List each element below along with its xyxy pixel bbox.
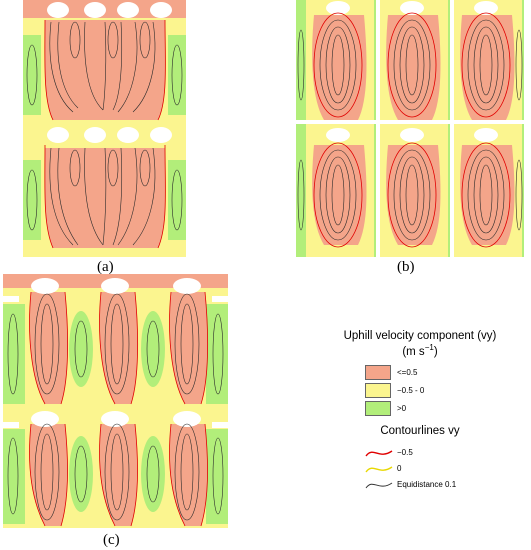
red-contours: [44, 19, 166, 249]
panel-c-label: (c): [103, 532, 120, 548]
contour-legend-title: Contourlines vy: [380, 424, 460, 437]
red-contours: [313, 12, 511, 248]
legend-title: Uphill velocity component (vy): [343, 330, 497, 342]
green-columns: [3, 304, 228, 524]
panel-b: [296, 0, 524, 257]
white-gaps: [296, 0, 524, 257]
panel-b-contour-plot: [296, 0, 524, 257]
panel-c-contour-plot: [3, 274, 228, 528]
legend-class-negative: <=0.5: [365, 364, 515, 382]
red-line-sample: [365, 450, 393, 457]
red-contours: [29, 291, 208, 527]
contour-red: −0.5: [365, 445, 515, 461]
white-obstacles: [47, 2, 172, 143]
green-strip-right-bottom: [168, 160, 186, 240]
panel-a-label: (a): [97, 259, 114, 275]
contour-lines: [26, 21, 183, 246]
salmon-region-bottom: [44, 145, 166, 248]
swatch-negative: [365, 365, 391, 381]
contour-yellow: 0: [365, 461, 515, 477]
contour-black: Equidistance 0.1: [365, 477, 515, 493]
black-line-sample: [365, 482, 393, 489]
white-obstacles: [3, 278, 228, 428]
swatch-positive: [365, 401, 391, 417]
panel-c: [3, 274, 228, 528]
legend-unit: (m s−1): [402, 343, 438, 358]
green-strip-left-top: [23, 35, 41, 115]
salmon-region-top: [44, 20, 166, 120]
green-strip-right-top: [168, 35, 186, 115]
legend-class-neutral: −0.5 - 0: [365, 382, 515, 400]
legend-class-positive: >0: [365, 400, 515, 418]
salmon-columns: [3, 274, 228, 526]
swatch-neutral: [365, 383, 391, 399]
legend: Uphill velocity component (vy) (m s−1) <…: [325, 330, 515, 493]
contour-lines: [7, 293, 224, 521]
panel-a-contour-plot: [23, 0, 186, 257]
contour-lines: [297, 19, 523, 241]
panel-a: [23, 0, 186, 257]
green-strip-left-bottom: [23, 160, 41, 240]
panel-b-label: (b): [397, 259, 415, 275]
yellow-line-sample: [365, 466, 393, 473]
